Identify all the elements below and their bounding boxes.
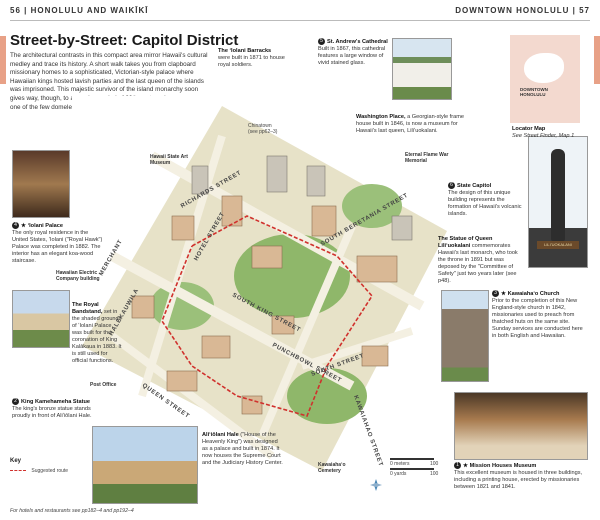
header-left: 56 | HONOLULU AND WAIKĪKĪ: [10, 6, 149, 15]
section-tab-right: [594, 36, 600, 84]
electric-company-label: Hawaiian Electric Company building: [56, 270, 100, 282]
iolani-palace-caption: 4★ ʻIolani Palace The only royal residen…: [12, 222, 103, 264]
locator-map-label: DOWNTOWN HONOLULU: [520, 87, 548, 97]
header-right: DOWNTOWN HONOLULU | 57: [455, 6, 590, 15]
aliiolani-caption: Aliʻiōlani Hale ("House of the Heavenly …: [202, 432, 283, 466]
washington-place-photo: [392, 38, 452, 100]
cemetery-label: Kawaiahaʻo Cemetery: [318, 462, 346, 474]
aliiolani-hale-photo: [92, 426, 198, 504]
mission-houses-caption: 1★ Mission Houses Museum This excellent …: [454, 462, 583, 490]
art-museum-label: Hawaii State Art Museum: [150, 154, 188, 166]
eternal-flame-label: Eternal Flame War Memorial: [405, 152, 449, 164]
palace-interior-photo: [12, 150, 70, 218]
chinatown-label: Chinatown (see pp62–3): [248, 123, 278, 135]
map-key: Key Suggested route: [10, 458, 69, 474]
barracks-caption: The ʻIolani Barracks were built in 1871 …: [218, 48, 285, 68]
queen-statue-photo: LILIʻUOKALANI: [528, 136, 588, 268]
kawaiahao-church-photo: [441, 290, 489, 382]
page-header: 56 | HONOLULU AND WAIKĪKĪ DOWNTOWN HONOL…: [0, 0, 600, 22]
locator-map: DOWNTOWN HONOLULU: [510, 35, 580, 123]
locator-map-caption: Locator Map See Street Finder, Map 1: [512, 126, 575, 139]
route-key-icon: [10, 470, 26, 472]
queen-statue-caption: The Statue of Queen Liliʻuokalani commem…: [438, 236, 518, 284]
bandstand-photo: [12, 290, 70, 348]
section-tab-left: [0, 36, 6, 84]
header-rule: [10, 20, 590, 21]
mission-houses-photo: [454, 392, 588, 460]
compass-icon: [370, 478, 382, 491]
footer-note: For hotels and restaurants see pp182–4 a…: [10, 508, 134, 514]
street-map-illustration: RICHARDS STREET SOUTH BERETANIA STREET S…: [72, 96, 452, 476]
washington-place-caption: Washington Place, a Georgian-style frame…: [356, 114, 464, 134]
bandstand-caption: The Royal Bandstand, set in the shaded g…: [72, 302, 122, 364]
statue-plaque: LILIʻUOKALANI: [537, 241, 579, 249]
page-title: Street-by-Street: Capitol District: [10, 32, 239, 49]
post-office-label: Post Office: [90, 382, 117, 388]
kawaiahao-caption: 3★ Kawaiahaʻo Church Prior to the comple…: [492, 290, 583, 339]
